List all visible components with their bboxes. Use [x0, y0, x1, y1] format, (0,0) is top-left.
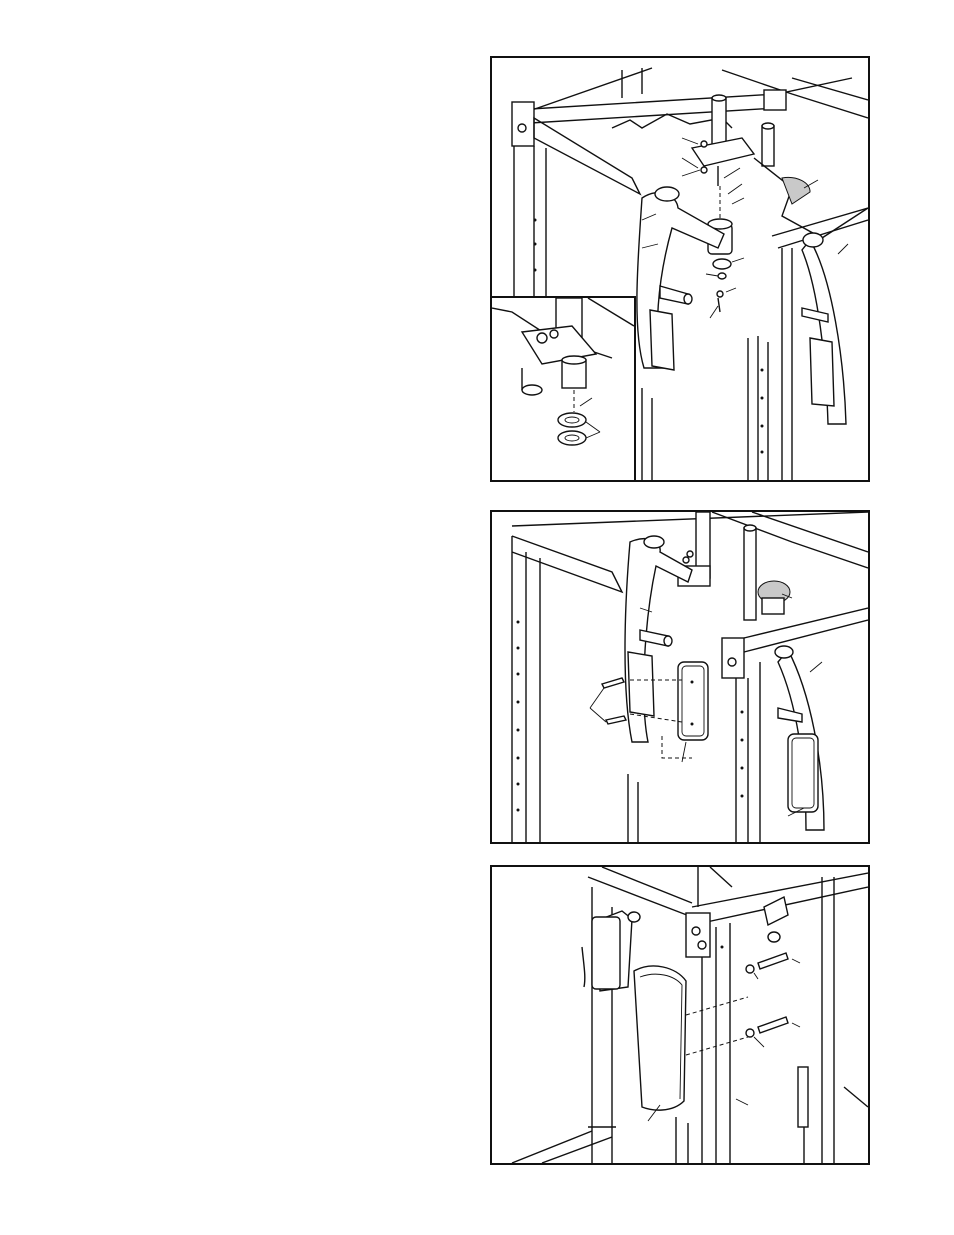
- pad-icon: [678, 662, 708, 740]
- assembly-figure-1: [490, 56, 870, 482]
- washer-icon: [746, 965, 754, 973]
- back-pad-icon: [634, 966, 686, 1110]
- screw-icon: [602, 678, 624, 688]
- inset-detail: [492, 296, 636, 482]
- assembly-figure-2: [490, 510, 870, 844]
- bearing-detail-icon: [492, 298, 634, 482]
- frame-icon: [492, 867, 868, 1163]
- bearing-icon: [713, 259, 731, 269]
- assembly-figure-3: [490, 865, 870, 1165]
- bolt-icon: [758, 953, 788, 969]
- washer-icon: [558, 413, 586, 427]
- washer-icon: [717, 291, 723, 297]
- frame-icon: [492, 512, 868, 842]
